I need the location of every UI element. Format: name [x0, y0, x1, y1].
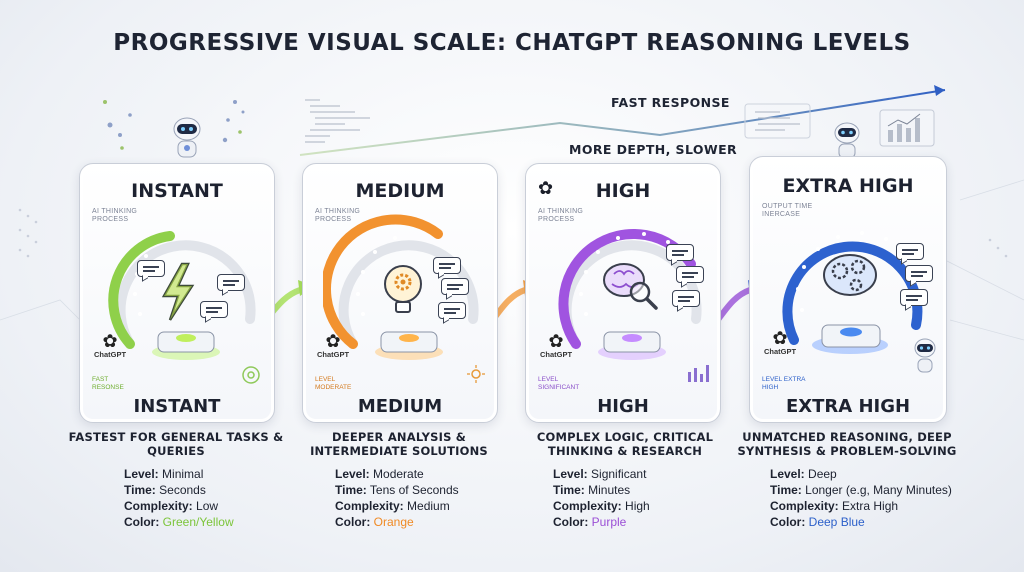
chatgpt-logo: ✿ ChatGPT	[760, 329, 800, 356]
chatgpt-logo: ✿ ChatGPT	[313, 332, 353, 359]
bar-chart-icon	[688, 365, 709, 382]
state-label: LEVEL SIGNIFICANT	[538, 376, 580, 391]
brain-magnifier-icon	[603, 263, 658, 310]
openai-logo-icon: ✿	[538, 178, 554, 198]
side-note: AI THINKING PROCESS	[92, 208, 138, 223]
lightbulb-gear-icon	[384, 265, 422, 313]
card-footer: EXTRA HIGH	[785, 396, 911, 417]
page-title: PROGRESSIVE VISUAL SCALE: CHATGPT REASON…	[113, 30, 911, 56]
thinking-gauge	[108, 231, 256, 360]
card-title: EXTRA HIGH	[782, 175, 914, 197]
card-extra-high: EXTRA HIGH OUTPUT TIME INERCASE ✿ ChatGP…	[749, 156, 947, 423]
side-note: AI THINKING PROCESS	[315, 208, 361, 223]
card-description: DEEPER ANALYSIS & INTERMEDIATE SOLUTIONS	[310, 430, 488, 458]
attribute-list: Level: Deep Time: Longer (e.g, Many Minu…	[770, 467, 952, 529]
card-title: INSTANT	[131, 180, 223, 202]
side-note: AI THINKING PROCESS	[538, 208, 584, 223]
openai-logo-icon: ✿	[102, 331, 118, 351]
target-icon	[242, 366, 260, 384]
card-title: MEDIUM	[355, 180, 445, 202]
robot-icon	[173, 117, 201, 158]
card-title: HIGH	[595, 180, 651, 202]
brain-gears-icon	[823, 254, 877, 296]
openai-logo-icon: ✿	[325, 331, 341, 351]
card-medium: MEDIUM AI THINKING PROCESS ✿ ChatGPT LEV…	[302, 163, 498, 423]
chatgpt-logo: ✿ ChatGPT	[536, 332, 576, 359]
attribute-list: Level: Moderate Time: Tens of Seconds Co…	[335, 467, 459, 529]
openai-logo-icon: ✿	[772, 328, 788, 348]
robot-icon	[834, 122, 860, 159]
side-note: OUTPUT TIME INERCASE	[762, 203, 813, 218]
card-description: FASTEST FOR GENERAL TASKS & QUERIES	[68, 430, 284, 458]
trend-bottom-label: MORE DEPTH, SLOWER	[569, 142, 738, 157]
trend-top-label: FAST RESPONSE	[611, 95, 730, 110]
card-description: COMPLEX LOGIC, CRITICAL THINKING & RESEA…	[536, 430, 714, 458]
card-high: HIGH ✿ AI THINKING PROCESS ✿ ChatGPT LEV…	[525, 163, 721, 423]
attribute-list: Level: Significant Time: Minutes Complex…	[553, 467, 650, 529]
card-instant: INSTANT AI THINKING PROCESS ✿ ChatGPT FA…	[79, 163, 275, 423]
sun-icon	[467, 365, 485, 383]
thinking-gauge	[558, 228, 702, 360]
card-description: UNMATCHED REASONING, DEEP SYNTHESIS & PR…	[737, 430, 957, 458]
state-label: LEVEL MODERATE	[315, 376, 352, 391]
card-footer: INSTANT	[133, 396, 221, 417]
robot-icon	[914, 338, 936, 373]
chatgpt-logo: ✿ ChatGPT	[90, 332, 130, 359]
card-footer: HIGH	[597, 396, 649, 417]
card-footer: MEDIUM	[357, 396, 443, 417]
attribute-list: Level: Minimal Time: Seconds Complexity:…	[124, 467, 234, 529]
lightning-bolt-icon	[161, 262, 195, 321]
openai-logo-icon: ✿	[548, 331, 564, 351]
state-label: FAST RESONSE	[92, 376, 124, 391]
state-label: LEVEL EXTRA HIGH	[762, 376, 806, 391]
mini-bar-chart-icon	[879, 109, 935, 147]
